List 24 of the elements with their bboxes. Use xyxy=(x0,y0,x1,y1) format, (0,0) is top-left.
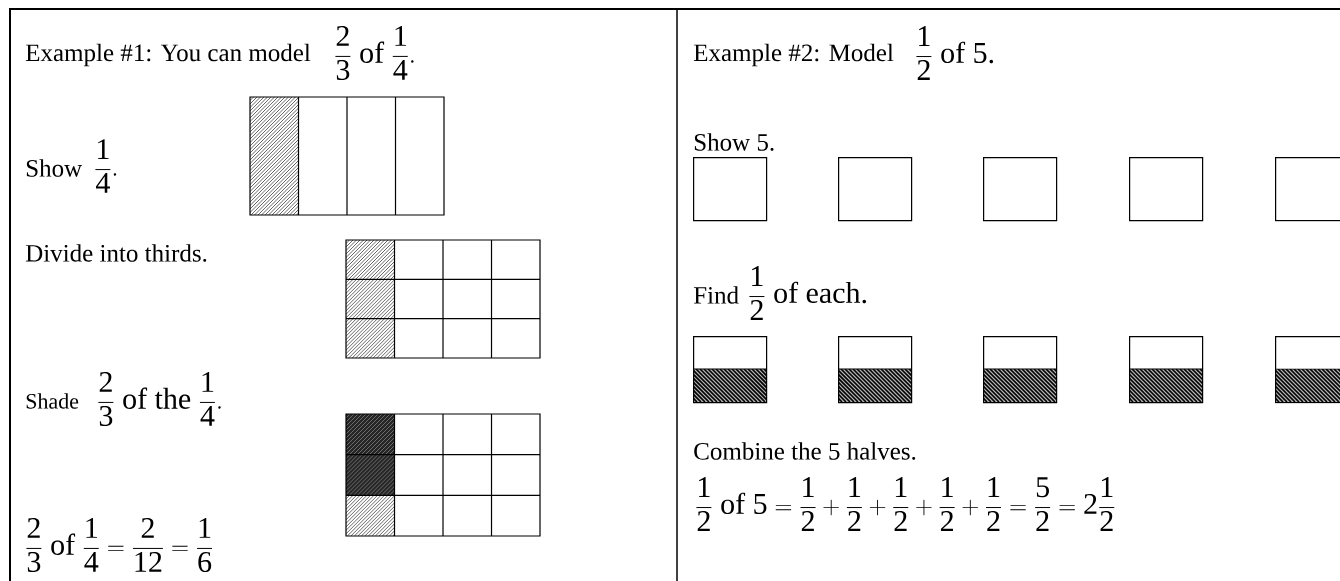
whole-square xyxy=(983,157,1058,222)
instruction-text: Shade xyxy=(26,393,79,409)
fraction-expression: $\frac{2}{3}\ \text{of}\ \frac{1}{4}.$ xyxy=(335,25,414,81)
instruction-text: Combine the 5 halves. xyxy=(694,442,916,460)
instruction-text: Find xyxy=(693,286,739,304)
fraction-expression: $\frac{1}{2}\ \text{of 5.}$ xyxy=(916,26,994,80)
instruction-text: Divide into thirds. xyxy=(25,244,207,262)
fraction-expression: $\frac{1}{2}\ \text{of 5}=\frac{1}{2}+\frac{1}{2}+\frac{1}{2}+\frac{1}{2}+\frac{1}{2}=\frac{5}{2}=2\frac{1}{2}$ xyxy=(696,477,1115,531)
half-shaded-square xyxy=(1274,336,1340,404)
half-shaded-square xyxy=(982,336,1058,404)
fraction-expression: $\frac{1}{4}.$ xyxy=(95,139,117,193)
instruction-text: Example #2: Model xyxy=(693,43,894,67)
fraction-expression: $\frac{2}{3}\ \text{of the}\ \frac{1}{4}.$ xyxy=(98,371,221,427)
whole-square xyxy=(838,157,913,222)
half-shaded-square xyxy=(692,336,768,404)
instruction-text: Show 5. xyxy=(694,133,774,151)
instruction-text: Example #1: You can model xyxy=(25,43,311,67)
half-shaded-square xyxy=(837,336,913,404)
instruction-text: Show xyxy=(26,159,83,177)
whole-square xyxy=(1129,157,1204,222)
half-shaded-square xyxy=(1128,336,1204,404)
fraction-expression: $\frac{1}{2}\ \text{of each.}$ xyxy=(749,266,867,320)
whole-square xyxy=(693,157,768,222)
fraction-expression: $\frac{2}{3}\ \text{of}\ \frac{1}{4}=\frac{2}{12}=\frac{1}{6}$ xyxy=(26,517,213,573)
